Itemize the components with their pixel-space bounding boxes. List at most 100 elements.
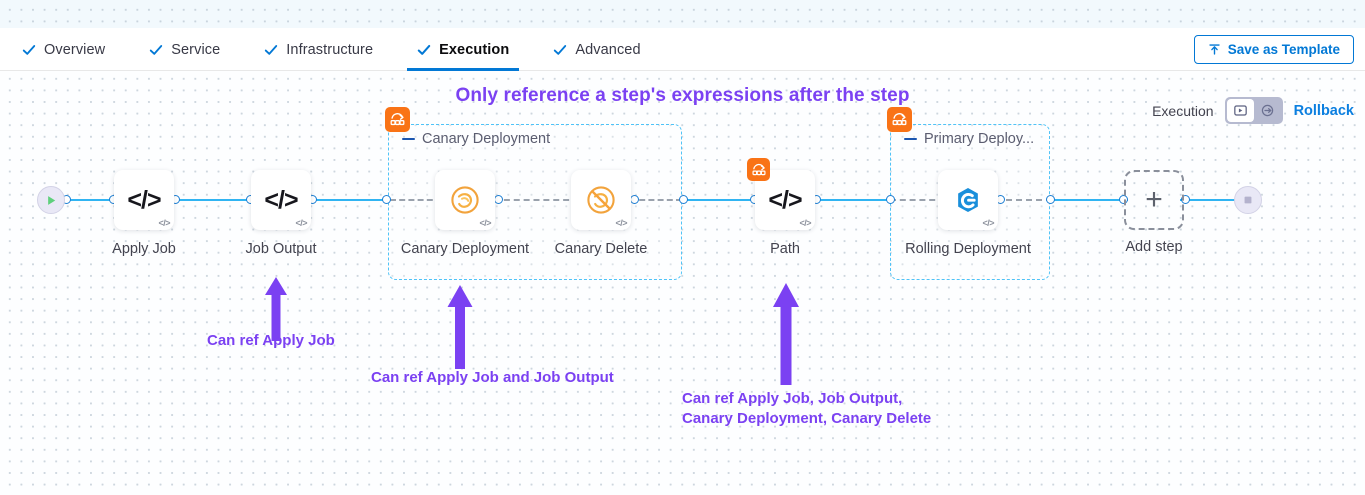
step-group-label: Primary Deploy... [924,131,1035,147]
up-arrow-icon [447,285,473,369]
connector-start-to-apply-job [62,199,122,201]
code-badge-icon: </> [158,218,170,228]
step-group-glyph [390,112,405,126]
step-group-header[interactable]: Primary Deploy... [904,131,1034,147]
step-node-label-rolling-deployment: Rolling Deployment [905,241,1031,257]
tab-label: Overview [44,41,106,58]
annotation-text-canary-deployment: Can ref Apply Job and Job Output [371,369,614,386]
canary-bird-icon [451,186,479,214]
tab-label: Execution [439,41,510,58]
tab-execution[interactable]: Execution [395,28,531,71]
tab-label: Advanced [575,41,641,58]
save-as-template-button[interactable]: Save as Template [1193,35,1354,64]
connector-apply-job-to-job-output [170,199,260,201]
check-icon [417,44,431,55]
step-group-icon [887,107,912,132]
canvas-top-strip [0,0,1365,28]
annotation-text-apply-job: Can ref Apply Job [207,332,335,349]
connector-rolling-deployment-to-group-out [996,199,1052,201]
collapse-dash-icon[interactable] [402,137,415,141]
execution-mode-cluster: Execution Rollback [1152,97,1354,124]
code-badge-icon: </> [982,218,994,228]
check-icon [554,44,567,55]
stop-icon [1244,196,1252,204]
tab-list: Overview Service Infrastructure Executio… [0,28,663,71]
check-icon [265,44,278,55]
step-node-label-apply-job: Apply Job [112,241,176,257]
annotation-text-path: Can ref Apply Job, Job Output, Canary De… [682,390,932,427]
port-canary-group-in[interactable] [382,195,391,204]
step-node-canary-delete[interactable]: </> [571,170,631,230]
add-step-label: Add step [1125,239,1183,255]
rollback-link[interactable]: Rollback [1293,102,1354,119]
execution-label: Execution [1152,102,1214,119]
collapse-dash-icon[interactable] [904,137,917,141]
step-node-label-path: Path [770,241,800,257]
pipeline-end-node[interactable] [1234,186,1262,214]
rolling-deployment-icon [958,188,978,212]
connector-canary-deployment-to-canary-delete [494,199,579,201]
rollback-toggle-option[interactable] [1254,99,1281,122]
port-canary-deployment-out[interactable] [494,195,503,204]
step-group-header[interactable]: Canary Deployment [402,131,550,147]
connector-canary-delete-to-group-out [630,199,682,201]
plus-icon: + [1145,183,1163,216]
execution-play-box-icon [1233,105,1247,116]
port-canary-group-out[interactable] [679,195,688,204]
port-primary-group-out[interactable] [1046,195,1055,204]
code-badge-icon: </> [295,218,307,228]
code-icon: </> [264,185,298,214]
execution-toggle-option[interactable] [1226,99,1254,122]
up-arrow-icon [265,277,287,341]
code-badge-icon: </> [479,218,491,228]
connector-group-in-to-rolling-deployment [890,199,945,201]
step-group-icon [385,107,410,132]
stage-tab-bar: Overview Service Infrastructure Executio… [0,28,1365,71]
pipeline-start-node[interactable] [37,186,65,214]
rollback-arrow-circle-icon [1261,104,1273,117]
connector-job-output-to-canary-group [308,199,393,201]
save-as-template-label: Save as Template [1227,42,1340,57]
connector-canary-group-to-path [680,199,760,201]
check-icon [22,44,36,55]
upload-icon [1209,44,1220,55]
tab-infrastructure[interactable]: Infrastructure [242,28,395,71]
connector-group-in-to-canary-deployment [390,199,442,201]
port-add-step-in[interactable] [1119,195,1128,204]
play-icon [47,195,55,205]
step-group-label: Canary Deployment [422,131,551,147]
up-arrow-icon [773,283,799,385]
step-node-job-output[interactable]: </> </> [251,170,311,230]
canvas-banner-text: Only reference a step's expressions afte… [455,85,910,106]
step-group-glyph [892,112,907,126]
tab-advanced[interactable]: Advanced [531,28,662,71]
code-icon: </> [127,185,161,214]
tab-service[interactable]: Service [127,28,242,71]
code-badge-icon: </> [799,218,811,228]
step-node-label-job-output: Job Output [245,241,317,257]
canary-bird-delete-icon [587,186,615,214]
pipeline-canvas[interactable]: Only reference a step's expressions afte… [0,71,1365,495]
tab-label: Service [171,41,221,58]
execution-rollback-toggle[interactable] [1224,97,1283,124]
port-primary-group-in[interactable] [886,195,895,204]
step-group-icon [747,158,770,181]
code-badge-icon: </> [615,218,627,228]
connector-path-to-primary-group [812,199,894,201]
port-add-step-out[interactable] [1181,195,1190,204]
step-node-path[interactable]: </> </> [747,158,815,230]
step-node-rolling-deployment[interactable]: </> [938,170,998,230]
tab-label: Infrastructure [286,41,374,58]
connector-add-step-to-end [1180,199,1240,201]
step-node-label-canary-delete: Canary Delete [554,241,648,257]
step-group-glyph [751,163,766,175]
check-icon [150,44,163,55]
add-step-button[interactable]: + [1124,170,1184,230]
connector-primary-group-to-add-step [1048,199,1128,201]
code-icon: </> [768,185,802,214]
port-canary-delete-out[interactable] [630,195,639,204]
step-node-apply-job[interactable]: </> </> [114,170,174,230]
step-node-canary-deployment[interactable]: </> [435,170,495,230]
tab-overview[interactable]: Overview [0,28,127,71]
